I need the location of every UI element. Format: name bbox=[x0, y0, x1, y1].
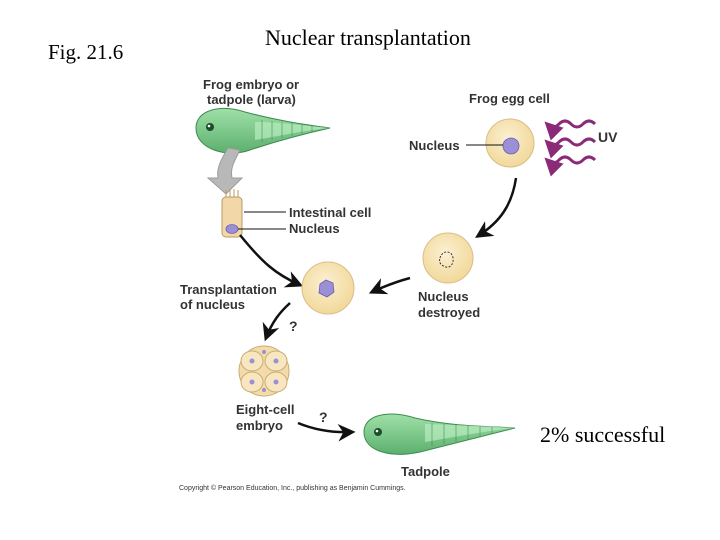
arrow-to-eight-cell bbox=[262, 302, 291, 342]
figure-label: Fig. 21.6 bbox=[48, 40, 124, 64]
label-nucleus-egg: Nucleus bbox=[409, 138, 460, 153]
frog-egg-cell-image bbox=[485, 118, 535, 168]
slide-title: Nuclear transplantation bbox=[265, 25, 471, 50]
arrow-to-destroyed bbox=[475, 177, 518, 238]
transplanted-egg-image bbox=[301, 261, 355, 315]
label-frog-embryo: Frog embryo or bbox=[203, 77, 299, 92]
intestinal-cell-image bbox=[221, 189, 243, 238]
arrow-to-transplant-cell bbox=[368, 276, 411, 295]
arrow-to-tadpole bbox=[297, 421, 356, 442]
enucleated-egg-image bbox=[422, 232, 474, 284]
label-transplantation: Transplantation bbox=[180, 282, 277, 297]
eight-cell-embryo-image bbox=[238, 345, 290, 397]
label-uv: UV bbox=[598, 129, 618, 145]
label-question-2: ? bbox=[319, 409, 328, 425]
success-rate-note: 2% successful bbox=[540, 422, 666, 447]
label-tadpole: Tadpole bbox=[401, 464, 450, 479]
tadpole-result-image bbox=[363, 413, 516, 455]
uv-radiation-icon bbox=[544, 119, 597, 177]
label-tadpole-larva: tadpole (larva) bbox=[207, 92, 296, 107]
copyright-notice: Copyright © Pearson Education, Inc., pub… bbox=[179, 484, 406, 492]
label-intestinal-cell: Intestinal cell bbox=[289, 205, 371, 220]
label-question-1: ? bbox=[289, 318, 298, 334]
label-of-nucleus: of nucleus bbox=[180, 297, 245, 312]
tadpole-larva-image bbox=[195, 108, 331, 154]
label-nucleus-destroyed-2: destroyed bbox=[418, 305, 480, 320]
label-frog-egg-cell: Frog egg cell bbox=[469, 91, 550, 106]
label-nucleus-destroyed-1: Nucleus bbox=[418, 289, 469, 304]
gray-extraction-arrow bbox=[206, 147, 244, 195]
arrow-nucleus-transfer bbox=[239, 234, 304, 288]
label-nucleus-intestinal: Nucleus bbox=[289, 221, 340, 236]
label-eight-cell: Eight-cell bbox=[236, 402, 295, 417]
label-embryo: embryo bbox=[236, 418, 283, 433]
